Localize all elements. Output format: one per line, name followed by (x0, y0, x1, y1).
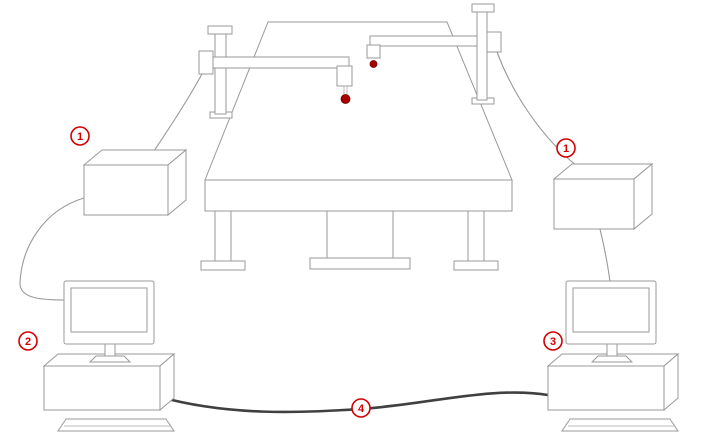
label-controller-right: 1 (556, 138, 576, 158)
table-left-leg (214, 210, 232, 262)
left-arm-clamp (198, 50, 214, 75)
left-computer (42, 280, 176, 432)
label-controller-left: 1 (70, 126, 90, 146)
label-circle (18, 331, 38, 351)
left-probe-holder (336, 65, 353, 87)
label-number: 3 (550, 336, 556, 348)
table-left-foot (200, 260, 246, 271)
left-monitor-stand-neck (104, 343, 116, 358)
left-probe-stem (343, 85, 348, 96)
cable-left-controller-to-computer (19, 197, 85, 301)
right-computer (546, 280, 680, 432)
left-tower-front (43, 365, 161, 411)
left-monitor-stand-base (88, 355, 132, 363)
right-controller-front (553, 178, 635, 230)
left-probe-column (198, 25, 353, 119)
right-keyboard (561, 418, 679, 432)
left-post (214, 33, 227, 115)
signal-cables (19, 51, 611, 301)
label-circle (543, 331, 563, 351)
cable-arm-to-left-controller (149, 71, 204, 158)
right-monitor-stand-neck (606, 343, 618, 358)
left-probe-tip-icon (340, 94, 351, 104)
table-center-base (309, 257, 411, 270)
label-circle (70, 126, 90, 146)
left-arm (203, 56, 350, 69)
label-number: 2 (25, 336, 31, 348)
right-post (476, 11, 488, 101)
table-right-leg (467, 210, 485, 262)
right-controller-box (552, 162, 654, 231)
label-number: 4 (358, 403, 365, 415)
label-cable: 4 (351, 398, 371, 418)
right-probe-column (366, 3, 502, 105)
label-circle (556, 138, 576, 158)
cable-right-controller-to-computer (599, 228, 611, 283)
right-post-cap (471, 3, 495, 13)
right-probe-tip-icon (369, 60, 378, 68)
left-monitor-screen (70, 287, 148, 333)
left-keyboard (57, 418, 175, 432)
right-arm-clamp (486, 31, 502, 53)
label-number: 1 (563, 143, 569, 155)
left-controller-box (82, 148, 188, 217)
table-center-pedestal (326, 210, 394, 259)
right-monitor-stand-base (590, 355, 634, 363)
right-arm (369, 35, 478, 47)
left-controller-front (83, 164, 169, 216)
label-computer-right: 3 (543, 331, 563, 351)
right-tower-front (547, 365, 665, 411)
right-probe-holder (366, 44, 381, 59)
label-number: 1 (77, 131, 83, 143)
label-circle (351, 398, 371, 418)
left-post-cap (207, 25, 233, 35)
table-front-band (204, 179, 513, 212)
label-computer-left: 2 (18, 331, 38, 351)
table-right-foot (453, 260, 499, 271)
right-monitor-screen (572, 287, 650, 333)
